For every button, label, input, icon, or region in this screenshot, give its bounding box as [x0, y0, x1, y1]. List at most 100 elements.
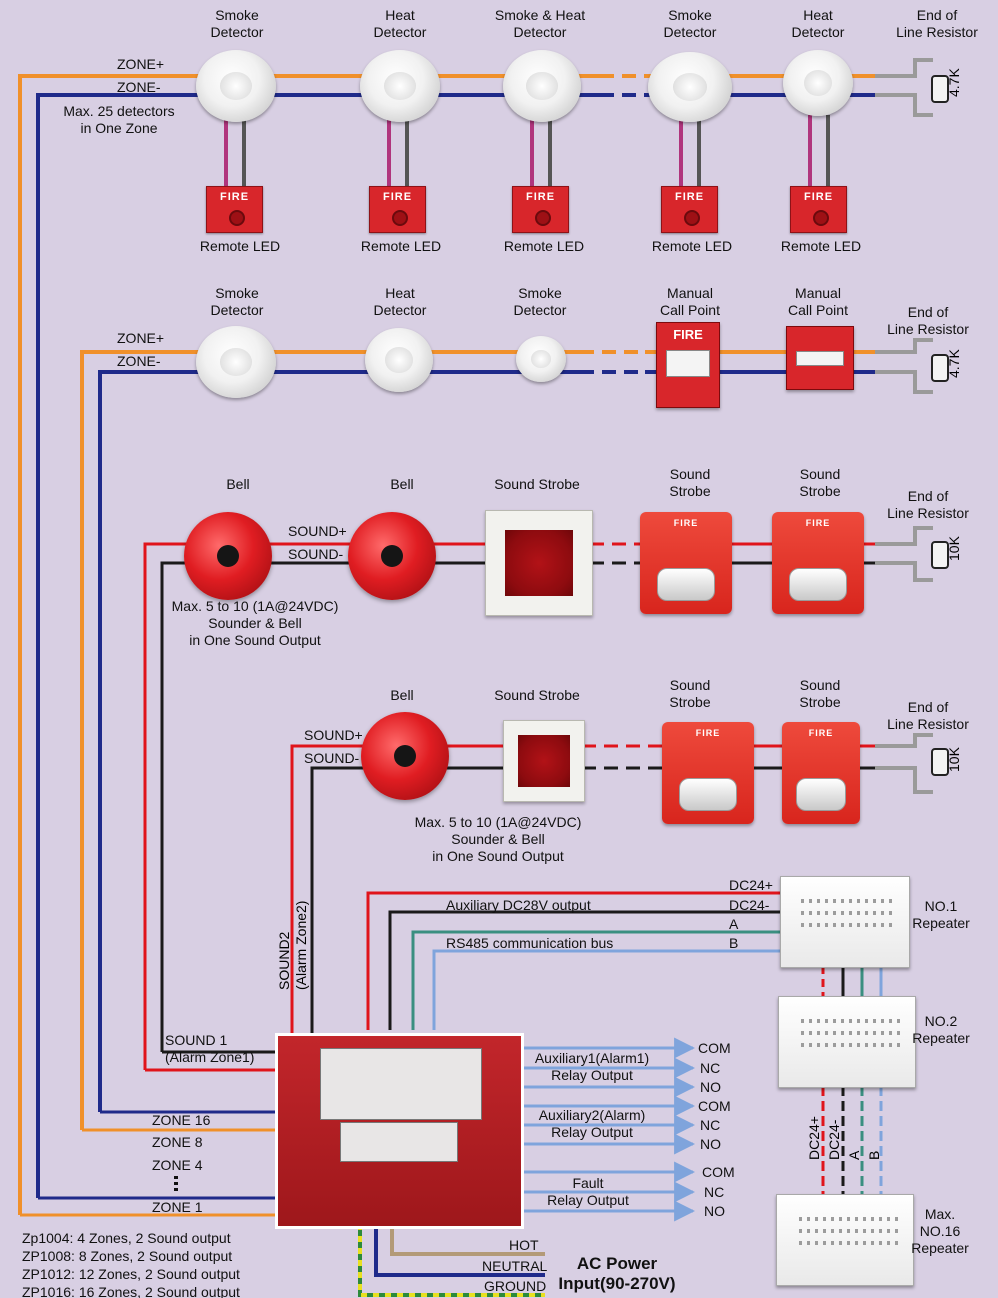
strobe-tag: FIRE — [673, 518, 699, 528]
zone8-label: ZONE 8 — [152, 1134, 203, 1150]
repeater-16 — [776, 1194, 914, 1286]
row2-resistor-value: 4.7K — [946, 349, 962, 378]
row1-resistor-icon — [931, 75, 949, 103]
fire-control-panel — [275, 1033, 524, 1229]
row3-sound-plus-label: SOUND+ — [288, 523, 347, 539]
power-ground-label: GROUND — [484, 1278, 547, 1294]
row3-resistor-value: 10K — [946, 536, 962, 561]
row1-smoke-detector — [196, 50, 276, 122]
relay1-com: COM — [698, 1040, 731, 1056]
strobe-tag: FIRE — [695, 728, 721, 738]
vbus-a-label: A — [846, 1150, 862, 1160]
repeater-bus — [366, 891, 883, 1196]
row3-bell-2 — [348, 512, 436, 600]
relay2-com: COM — [698, 1098, 731, 1114]
relay3-com: COM — [702, 1164, 735, 1180]
zone16-label: ZONE 16 — [152, 1112, 211, 1128]
bus-b-label: B — [729, 935, 739, 951]
zone-inputs — [20, 1110, 275, 1217]
row4-bell — [361, 712, 449, 800]
row1-resistor-value: 4.7K — [946, 68, 962, 97]
power-hot-label: HOT — [509, 1237, 539, 1253]
row3-sound-strobe-square — [485, 510, 593, 616]
relay1-no: NO — [700, 1079, 721, 1095]
relay3-no: NO — [704, 1203, 725, 1219]
remote-led-tag: FIRE — [382, 191, 413, 203]
row1-remote-led-label-5: Remote LED — [780, 238, 862, 254]
row2-manual-call-point-1: FIRE — [656, 322, 720, 408]
vbus-b-label: B — [866, 1150, 882, 1160]
row2-smoke-detector — [196, 326, 276, 398]
row1-heat-detector — [360, 50, 440, 122]
row1-remote-led-label-4: Remote LED — [651, 238, 733, 254]
mcp-tag: FIRE — [673, 327, 703, 342]
relay1-label: Auxiliary1(Alarm1)Relay Output — [534, 1050, 650, 1083]
bus-dc24m-label: DC24- — [729, 897, 770, 913]
row4-sound-strobe-2: FIRE — [782, 722, 860, 824]
power-input — [358, 1224, 545, 1297]
model-zp1008: ZP1008: 8 Zones, 2 Sound output — [22, 1248, 233, 1264]
row4-sound-strobe-1: FIRE — [662, 722, 754, 824]
relay1-nc: NC — [700, 1060, 721, 1076]
row3-sound-strobe-2: FIRE — [772, 512, 864, 614]
row2-zone-plus-label: ZONE+ — [117, 330, 165, 346]
row3-sound-minus-label: SOUND- — [288, 546, 344, 562]
repeater-2 — [778, 996, 916, 1088]
row4-sound-strobe-square — [503, 720, 585, 802]
relay2-no: NO — [700, 1136, 721, 1152]
row3-device3-label: Sound Strobe — [494, 476, 580, 492]
strobe-tag: FIRE — [805, 518, 831, 528]
vbus-dc24m-label: DC24- — [826, 1119, 842, 1160]
row2-heat-detector — [365, 328, 433, 392]
row1-zone-plus-label: ZONE+ — [117, 56, 165, 72]
row3-sound-strobe-1: FIRE — [640, 512, 732, 614]
remote-led-tag: FIRE — [674, 191, 705, 203]
rs485-label: RS485 communication bus — [446, 935, 614, 951]
row1-remote-led-label-2: Remote LED — [360, 238, 442, 254]
row3-bell-1 — [184, 512, 272, 600]
row2-resistor-icon — [931, 354, 949, 382]
row4-resistor-value: 10K — [946, 747, 962, 772]
power-neutral-label: NEUTRAL — [482, 1258, 548, 1274]
row4-device1-label: Bell — [390, 687, 414, 703]
relay-outputs — [520, 1037, 696, 1222]
row1-remote-led-5: FIRE — [790, 186, 847, 233]
model-zp1012: ZP1012: 12 Zones, 2 Sound output — [22, 1266, 240, 1282]
row3-device1-label: Bell — [226, 476, 250, 492]
row4-resistor-icon — [931, 748, 949, 776]
model-zp1004: Zp1004: 4 Zones, 2 Sound output — [22, 1230, 231, 1246]
row1-remote-led-3: FIRE — [512, 186, 569, 233]
remote-led-tag: FIRE — [525, 191, 556, 203]
row2-smoke-detector-2 — [516, 336, 566, 382]
remote-led-leads — [224, 115, 830, 186]
row4-sound-plus-label: SOUND+ — [304, 727, 363, 743]
remote-led-tag: FIRE — [219, 191, 250, 203]
relay2-nc: NC — [700, 1117, 721, 1133]
row4-sound-minus-label: SOUND- — [304, 750, 360, 766]
zone-indicator-window — [320, 1048, 482, 1120]
row2-zone-minus-label: ZONE- — [117, 353, 161, 369]
sound1-label: SOUND 1(Alarm Zone1) — [165, 1032, 255, 1065]
row4-device2-label: Sound Strobe — [494, 687, 580, 703]
control-keypad — [340, 1122, 458, 1162]
aux-output-label: Auxiliary DC28V output — [446, 897, 591, 913]
zone4-label: ZONE 4 — [152, 1157, 203, 1173]
